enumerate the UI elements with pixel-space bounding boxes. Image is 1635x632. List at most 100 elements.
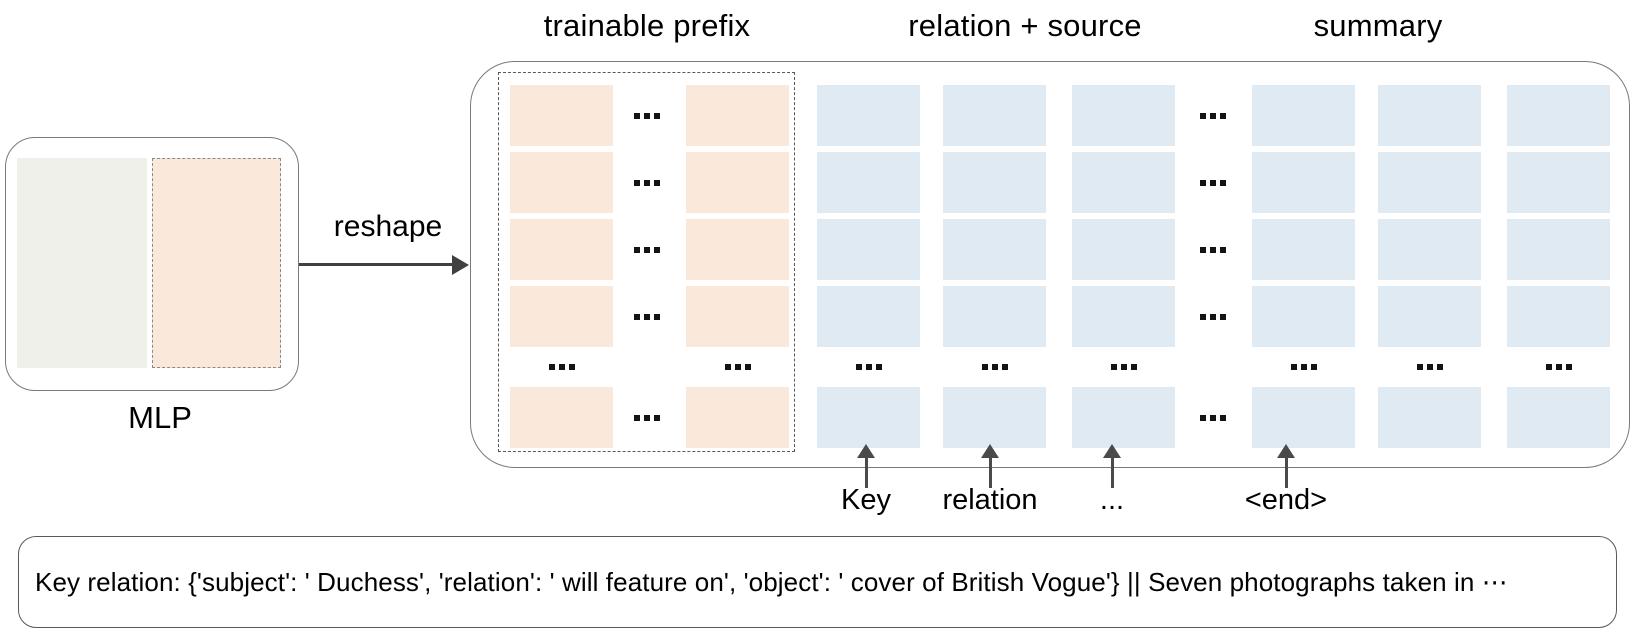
grid-cell-slot <box>817 152 920 213</box>
grid-ellipsis-row-slot <box>817 353 920 381</box>
mlp-input-block <box>17 158 147 368</box>
token-embedding-cell <box>1252 387 1355 448</box>
token-embedding-cell <box>1507 152 1610 213</box>
prefix-embedding-cell <box>510 286 613 347</box>
grid-cell-slot <box>1378 219 1481 280</box>
ellipsis-dots <box>633 246 660 253</box>
grid-cell-slot <box>510 85 613 146</box>
ellipsis-dots <box>633 414 660 421</box>
prefix-embedding-cell <box>686 387 789 448</box>
grid-cell-slot <box>1161 219 1264 280</box>
grid-cell-slot <box>1072 286 1175 347</box>
token-embedding-cell <box>1507 387 1610 448</box>
token-embedding-cell <box>1072 387 1175 448</box>
arrow-stem <box>1284 458 1288 488</box>
grid-cell-slot <box>1161 286 1264 347</box>
prefix-embedding-cell <box>510 219 613 280</box>
token-col-more <box>1072 85 1175 454</box>
grid-ellipsis-row-slot <box>1378 353 1481 381</box>
grid-cell-slot <box>1507 152 1610 213</box>
section-label-relation-source: relation + source <box>908 8 1142 43</box>
grid-cell-slot <box>817 219 920 280</box>
token-embedding-cell <box>943 219 1046 280</box>
token-label-relation: relation <box>942 484 1038 516</box>
token-embedding-cell <box>943 152 1046 213</box>
ellipsis-dots <box>1110 364 1137 370</box>
ellipsis-dots <box>1199 414 1226 421</box>
ellipsis-dots <box>724 364 751 370</box>
grid-ellipsis-row-slot <box>1252 353 1355 381</box>
trainable-prefix-box <box>498 72 795 452</box>
grid-cell-slot <box>595 85 698 146</box>
grid-cell-slot <box>943 85 1046 146</box>
grid-cell-slot <box>1252 85 1355 146</box>
grid-ellipsis-row-slot <box>1161 353 1264 381</box>
arrow-stem <box>988 458 992 488</box>
grid-ellipsis-row-slot <box>1507 353 1610 381</box>
section-label-trainable-prefix: trainable prefix <box>543 8 751 43</box>
token-embedding-cell <box>1072 85 1175 146</box>
token-embedding-cell <box>1072 219 1175 280</box>
token-embedding-cell <box>943 85 1046 146</box>
token-embedding-cell <box>1378 219 1481 280</box>
token-embedding-cell <box>817 85 920 146</box>
input-text: Key relation: {'subject': ' Duchess', 'r… <box>35 566 1508 597</box>
token-col-end <box>1252 85 1355 454</box>
token-embedding-cell <box>1378 286 1481 347</box>
ellipsis-dots <box>1199 313 1226 320</box>
token-embedding-cell <box>1072 152 1175 213</box>
grid-cell-slot <box>686 219 789 280</box>
token-embedding-cell <box>1507 286 1610 347</box>
grid-ellipsis-row-slot <box>510 353 613 381</box>
ellipsis-dots <box>1416 364 1443 370</box>
ellipsis-dots <box>1199 179 1226 186</box>
ellipsis-dots <box>548 364 575 370</box>
ellipsis-dots <box>633 313 660 320</box>
source-ellipsis-col <box>1161 85 1264 454</box>
grid-cell-slot <box>510 219 613 280</box>
token-embedding-cell <box>943 286 1046 347</box>
grid-cell-slot <box>595 387 698 448</box>
prefix-col-1 <box>510 85 613 454</box>
arrow-up-icon <box>981 444 999 458</box>
grid-cell-slot <box>686 152 789 213</box>
grid-cell-slot <box>817 85 920 146</box>
token-embedding-cell <box>817 286 920 347</box>
grid-cell-slot <box>1378 152 1481 213</box>
prefix-col-n <box>686 85 789 454</box>
mlp-output-block <box>152 158 281 368</box>
grid-cell-slot <box>1507 387 1610 448</box>
grid-cell-slot <box>510 387 613 448</box>
grid-cell-slot <box>943 286 1046 347</box>
grid-cell-slot <box>817 387 920 448</box>
grid-cell-slot <box>1378 85 1481 146</box>
token-arrow-end <box>1226 444 1346 488</box>
grid-cell-slot <box>1378 286 1481 347</box>
token-arrow-more <box>1052 444 1172 488</box>
grid-cell-slot <box>1378 387 1481 448</box>
summary-col-2 <box>1507 85 1610 454</box>
grid-cell-slot <box>1161 387 1264 448</box>
grid-cell-slot <box>1072 387 1175 448</box>
grid-cell-slot <box>817 286 920 347</box>
grid-cell-slot <box>510 286 613 347</box>
token-label-end: <end> <box>1244 484 1328 516</box>
grid-cell-slot <box>943 387 1046 448</box>
token-embedding-cell <box>1378 85 1481 146</box>
grid-cell-slot <box>686 387 789 448</box>
mlp-box <box>5 137 299 391</box>
token-embedding-cell <box>817 219 920 280</box>
ellipsis-dots <box>981 364 1008 370</box>
token-arrow-relation <box>930 444 1050 488</box>
arrow-stem <box>1110 458 1114 488</box>
prefix-ellipsis-col <box>595 85 698 454</box>
prefix-embedding-cell <box>686 286 789 347</box>
grid-cell-slot <box>1252 387 1355 448</box>
ellipsis-dots <box>633 112 660 119</box>
grid-cell-slot <box>595 219 698 280</box>
arrow-up-icon <box>857 444 875 458</box>
token-label-key: Key <box>841 484 891 516</box>
token-embedding-cell <box>817 152 920 213</box>
prefix-embedding-cell <box>510 152 613 213</box>
